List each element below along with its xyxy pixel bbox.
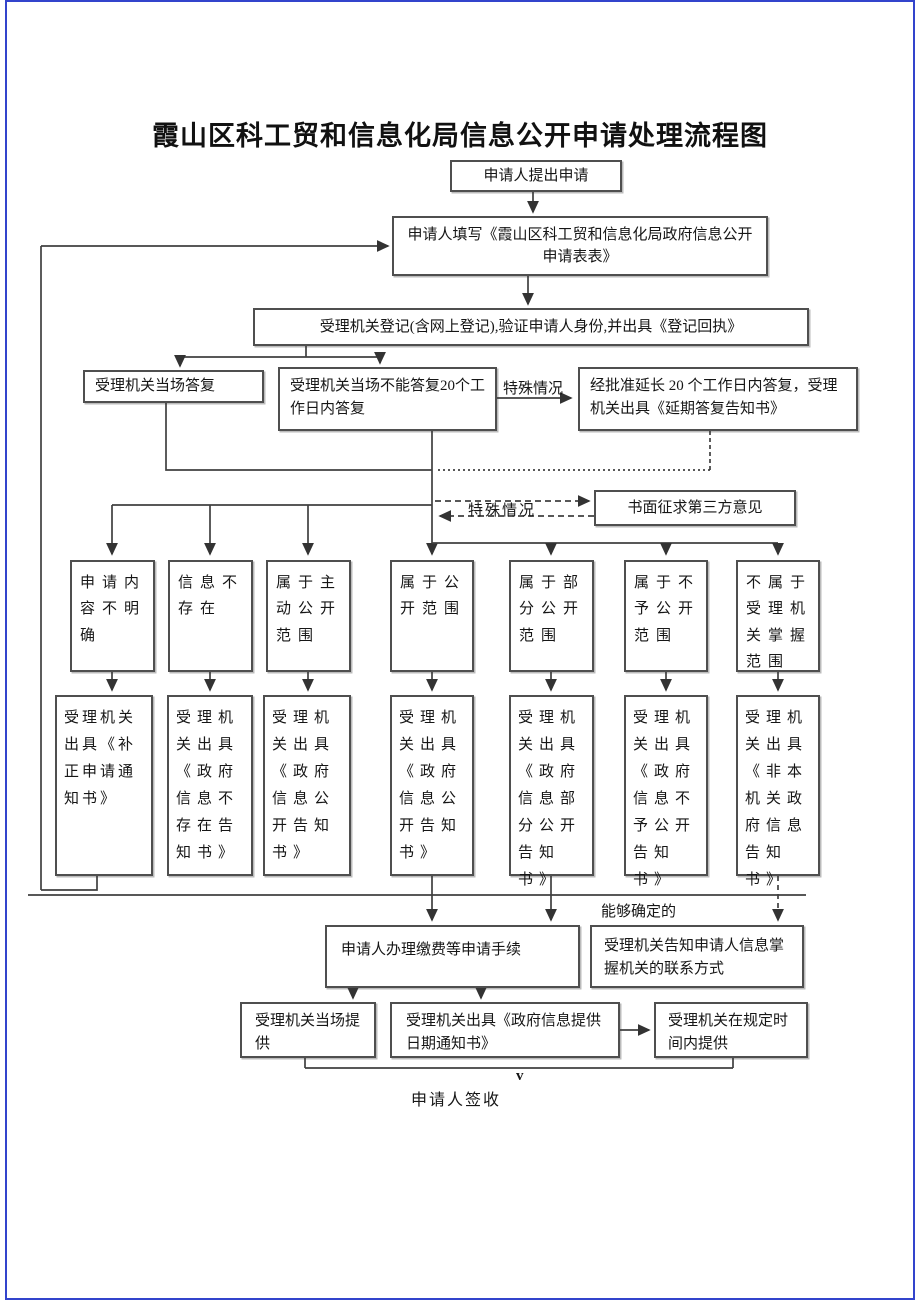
condition-box: 属于部分公开范围 bbox=[509, 560, 594, 672]
notice-box: 受理机关出具《非本机关政府信息告知书》 bbox=[736, 695, 820, 888]
condition-box: 信息不存在 bbox=[168, 560, 253, 672]
condition-box: 申请内容不明确 bbox=[70, 560, 155, 672]
condition-box: 属于公开范围 bbox=[390, 560, 474, 672]
feedback-loop-from-notice1 bbox=[41, 876, 98, 891]
label-can-determine: 能够确定的 bbox=[601, 904, 677, 920]
label-special-case-lower: 特殊情况 bbox=[468, 503, 537, 519]
notice-box: 受理机关出具《政府信息不存在告知书》 bbox=[167, 695, 253, 876]
condition-box: 不属于受理机关掌握范围 bbox=[736, 560, 820, 672]
label-applicant-sign: 申请人签收 bbox=[411, 1092, 502, 1109]
flowchart-title: 霞山区科工贸和信息化局信息公开申请处理流程图 bbox=[152, 121, 768, 151]
notice-box: 受理机关出具《政府信息不予公开告知书》 bbox=[624, 695, 708, 888]
box-onspot-reply: 受理机关当场答复 bbox=[83, 370, 264, 403]
box-provide-date-notice: 受理机关出具《政府信息提供日期通知书》 bbox=[390, 1002, 620, 1058]
box-applicant-submit: 申请人提出申请 bbox=[450, 160, 622, 192]
box-fill-form: 申请人填写《霞山区科工贸和信息化局政府信息公开申请表表》 bbox=[392, 216, 768, 276]
box-provide-onspot: 受理机关当场提供 bbox=[240, 1002, 376, 1058]
box-provide-within-time: 受理机关在规定时间内提供 bbox=[654, 1002, 808, 1058]
label-special-case-upper: 特殊情况 bbox=[503, 381, 564, 397]
v-arrow-mark: v bbox=[516, 1068, 524, 1084]
box-pay-procedures: 申请人办理缴费等申请手续 bbox=[325, 925, 580, 988]
condition-box: 属于主动公开范围 bbox=[266, 560, 351, 672]
notice-box: 受理机关出具《政府信息公开告知书》 bbox=[390, 695, 474, 876]
notice-box: 受理机关出具《补正申请通知书》 bbox=[55, 695, 153, 876]
notice-box: 受理机关出具《政府信息公开告知书》 bbox=[263, 695, 351, 876]
box-third-party-opinion: 书面征求第三方意见 bbox=[594, 490, 796, 526]
condition-box: 属于不予公开范围 bbox=[624, 560, 708, 672]
notice-box: 受理机关出具《政府信息部分公开告知书》 bbox=[509, 695, 594, 888]
box-extended-reply: 经批准延长 20 个工作日内答复，受理机关出具《延期答复告知书》 bbox=[578, 367, 858, 431]
box-register: 受理机关登记(含网上登记),验证申请人身份,并出具《登记回执》 bbox=[253, 308, 809, 346]
box-contact-info: 受理机关告知申请人信息掌握机关的联系方式 bbox=[590, 925, 804, 988]
box-cannot-reply: 受理机关当场不能答复20个工作日内答复 bbox=[278, 367, 497, 431]
